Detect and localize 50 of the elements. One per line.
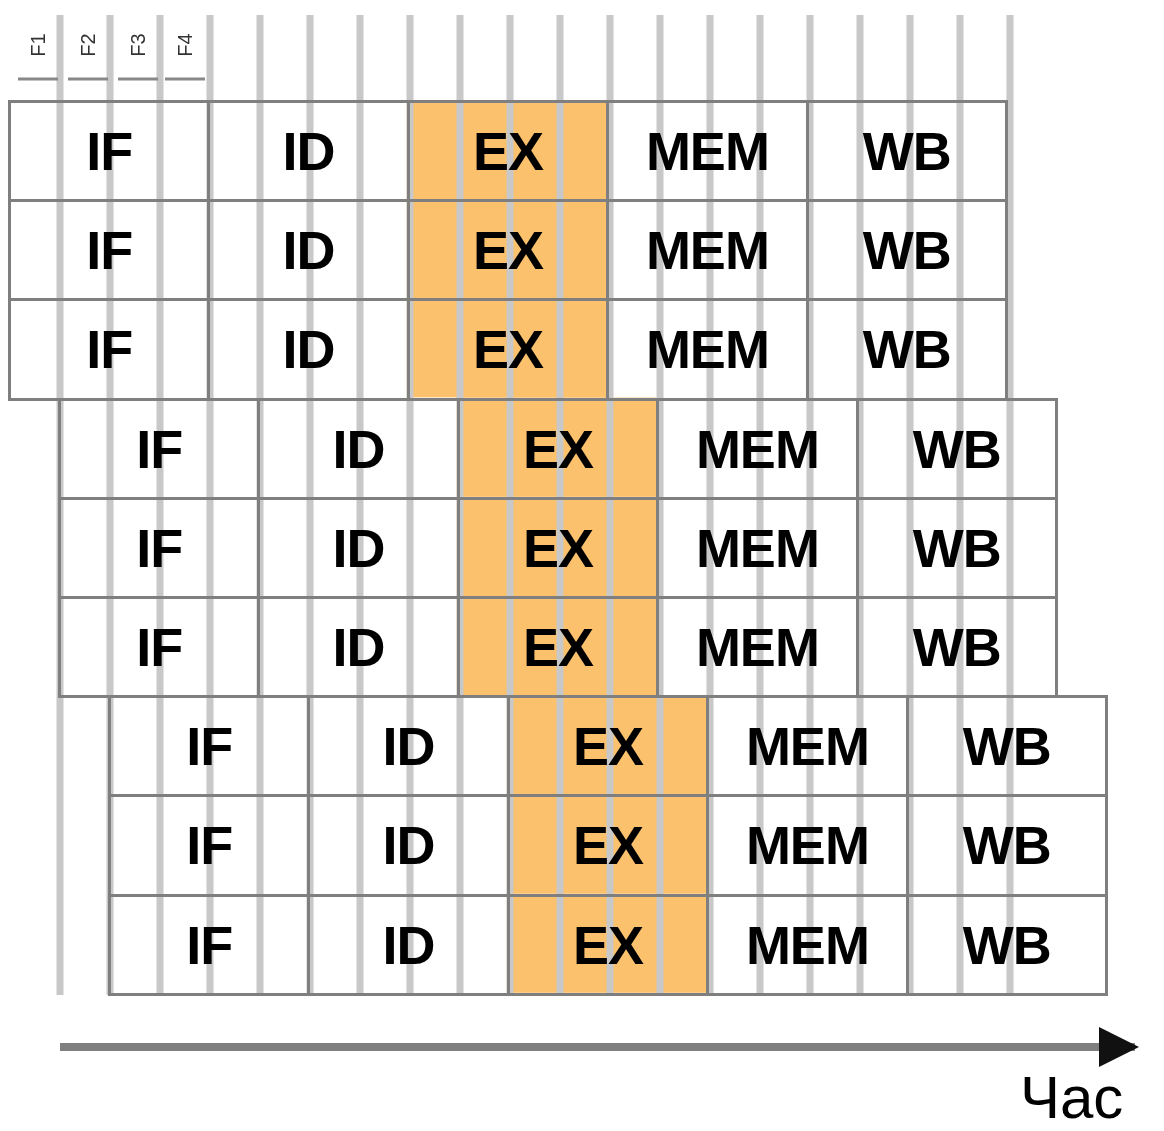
stage-label: WB xyxy=(912,516,1001,579)
stage-label: WB xyxy=(862,219,951,282)
phase-label: F2 xyxy=(78,32,98,59)
stage-label: EX xyxy=(572,913,643,976)
stage-label: MEM xyxy=(695,616,819,679)
axis-label: Час xyxy=(1020,1063,1124,1131)
stage-label: MEM xyxy=(645,120,769,183)
stage-label: WB xyxy=(862,120,951,183)
phase-label: F1 xyxy=(28,32,48,59)
stage-label: IF xyxy=(186,715,233,778)
stage-label: MEM xyxy=(745,715,869,778)
stage-label: ID xyxy=(332,516,385,579)
stage-label: IF xyxy=(186,913,233,976)
stage-label: EX xyxy=(472,219,543,282)
stage-label: EX xyxy=(572,715,643,778)
stage-label: MEM xyxy=(745,814,869,877)
stage-label: ID xyxy=(282,318,335,381)
stage-label: EX xyxy=(522,417,593,480)
stage-label: EX xyxy=(472,120,543,183)
stage-label: MEM xyxy=(645,219,769,282)
stage-label: MEM xyxy=(645,318,769,381)
stage-label: EX xyxy=(522,616,593,679)
stage-label: WB xyxy=(862,318,951,381)
phase-label: F4 xyxy=(175,32,195,59)
stage-label: IF xyxy=(186,814,233,877)
stage-label: ID xyxy=(382,913,435,976)
stage-label: WB xyxy=(912,417,1001,480)
stage-label: EX xyxy=(472,318,543,381)
stage-label: ID xyxy=(282,120,335,183)
stage-label: ID xyxy=(332,417,385,480)
stage-label: MEM xyxy=(695,516,819,579)
stage-label: WB xyxy=(912,616,1001,679)
stage-label: EX xyxy=(522,516,593,579)
stage-label: ID xyxy=(282,219,335,282)
stage-label: IF xyxy=(86,120,133,183)
stage-label: IF xyxy=(136,417,183,480)
stage-label: WB xyxy=(962,913,1051,976)
stage-label: MEM xyxy=(745,913,869,976)
stage-label: ID xyxy=(382,814,435,877)
stage-label: IF xyxy=(86,219,133,282)
stage-label: ID xyxy=(332,616,385,679)
stage-label: EX xyxy=(572,814,643,877)
stage-label: MEM xyxy=(695,417,819,480)
phase-label: F3 xyxy=(128,32,148,59)
stage-label: WB xyxy=(962,814,1051,877)
stage-label: ID xyxy=(382,715,435,778)
stage-label: WB xyxy=(962,715,1051,778)
stage-label: IF xyxy=(136,516,183,579)
stage-label: IF xyxy=(136,616,183,679)
stage-label: IF xyxy=(86,318,133,381)
